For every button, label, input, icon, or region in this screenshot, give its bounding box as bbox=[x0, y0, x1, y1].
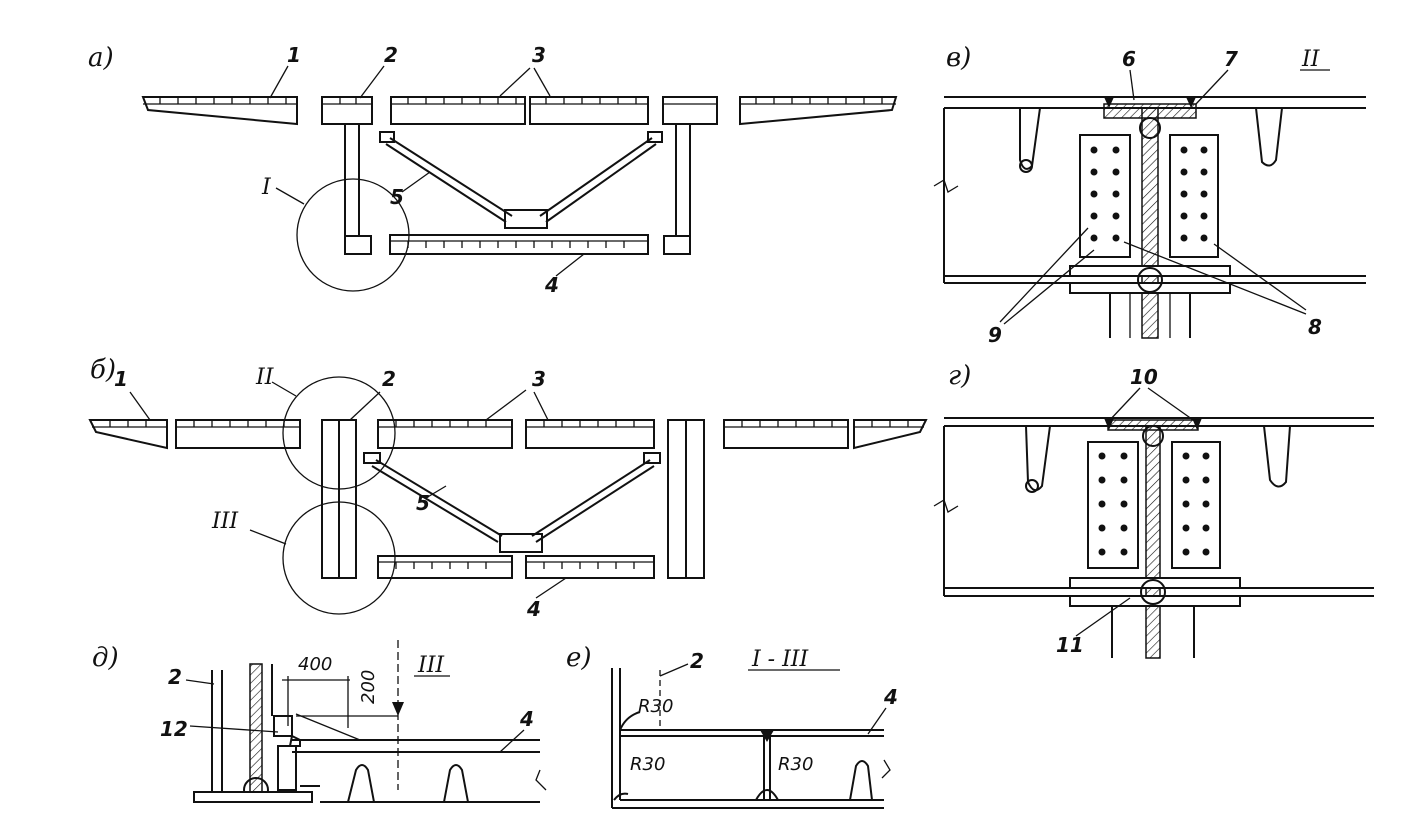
detail-ref-I-III: I - III bbox=[751, 647, 809, 672]
callout-7-v: 7 bbox=[1224, 47, 1238, 71]
callout-3-a: 3 bbox=[532, 43, 546, 67]
panel-d: д) III 400 200 2 12 4 bbox=[92, 640, 547, 803]
cantilever-slab-right-b bbox=[853, 419, 928, 450]
bracing-a bbox=[379, 131, 663, 229]
detail-circle-I bbox=[296, 178, 410, 292]
callout-12-d: 12 bbox=[160, 717, 188, 741]
detail-ref-II: II bbox=[1301, 47, 1321, 72]
detail-ref-III: III bbox=[417, 653, 445, 678]
panel-v: в) II bbox=[933, 43, 1366, 347]
splice-plate-right-g bbox=[1171, 441, 1221, 569]
panel-e: е) I - III 2 R30 R30 R30 4 bbox=[566, 643, 898, 809]
bottom-flange-d bbox=[193, 791, 313, 803]
callout-1-b: 1 bbox=[114, 367, 128, 391]
panel-g: г) 10 bbox=[933, 361, 1374, 659]
cantilever-slab-left-b bbox=[88, 419, 168, 450]
callout-4-b: 4 bbox=[526, 597, 541, 621]
main-girder-left-b bbox=[321, 419, 357, 579]
callout-11-g: 11 bbox=[1056, 633, 1084, 657]
deck-slab-right-b bbox=[723, 419, 849, 449]
bracing-b bbox=[363, 452, 661, 553]
callout-2-e: 2 bbox=[690, 649, 704, 673]
callout-6-v: 6 bbox=[1122, 47, 1136, 71]
bottom-slab-left-b bbox=[377, 555, 513, 579]
top-flange-plate-v bbox=[1103, 103, 1197, 119]
splice-plate-right-v bbox=[1169, 134, 1219, 258]
callout-5-b: 5 bbox=[416, 491, 430, 515]
girder-web-g bbox=[1145, 425, 1161, 659]
callout-9-v: 9 bbox=[988, 323, 1002, 347]
panel-label-v: в) bbox=[946, 43, 971, 73]
girder-web-d bbox=[249, 663, 263, 793]
panel-label-b: б) bbox=[90, 355, 116, 385]
rib-right-g bbox=[1263, 425, 1291, 488]
detail-label-III: III bbox=[211, 509, 239, 534]
deck-slab-3a-b bbox=[377, 419, 513, 449]
panel-b: б) bbox=[88, 355, 928, 621]
detail-label-I: I bbox=[261, 175, 272, 200]
panel-label-g: г) bbox=[948, 361, 971, 391]
callout-4-e: 4 bbox=[883, 685, 898, 709]
callout-2-b: 2 bbox=[382, 367, 396, 391]
detail-label-II: II bbox=[255, 365, 275, 390]
panel-label-a: а) bbox=[88, 43, 114, 73]
callout-1-a: 1 bbox=[287, 43, 301, 67]
bottom-slab-a bbox=[389, 234, 649, 255]
cantilever-slab-right-a bbox=[739, 96, 898, 126]
main-girder-top-a bbox=[321, 96, 373, 125]
splice-plate-left-g bbox=[1087, 441, 1139, 569]
deck-slab-3b-b bbox=[525, 419, 655, 449]
splice-plate-left-v bbox=[1079, 134, 1131, 258]
callout-8-v: 8 bbox=[1308, 315, 1322, 339]
main-girder-right-b bbox=[667, 419, 705, 579]
main-girder-web-left-a bbox=[344, 123, 372, 255]
detail-circle-II bbox=[282, 376, 396, 490]
callout-3-b: 3 bbox=[532, 367, 546, 391]
main-girder-right-a bbox=[662, 96, 718, 255]
radius-r30-top-e: R30 bbox=[638, 696, 673, 717]
deck-slab-3a bbox=[390, 96, 526, 125]
callout-5-a: 5 bbox=[390, 185, 404, 209]
radius-r30-left-e: R30 bbox=[630, 754, 665, 775]
callout-2-a: 2 bbox=[384, 43, 398, 67]
dimension-400: 400 bbox=[298, 654, 332, 675]
panel-label-e: е) bbox=[566, 643, 592, 673]
callout-2-d: 2 bbox=[168, 665, 182, 689]
callout-4-a: 4 bbox=[544, 273, 559, 297]
callout-10-g: 10 bbox=[1130, 365, 1158, 389]
panel-label-d: д) bbox=[92, 643, 119, 673]
detail-circle-III bbox=[282, 501, 396, 615]
callout-4-d: 4 bbox=[519, 707, 534, 731]
radius-r30-mid-e: R30 bbox=[778, 754, 813, 775]
panel-a: а) bbox=[88, 43, 898, 297]
deck-slab-left-b bbox=[175, 419, 301, 449]
dimension-200: 200 bbox=[358, 670, 379, 704]
bottom-slab-right-b bbox=[525, 555, 655, 579]
deck-slab-3b bbox=[529, 96, 649, 125]
rib-right-v bbox=[1255, 107, 1283, 167]
girder-web-v bbox=[1141, 107, 1159, 339]
cantilever-slab-left-a bbox=[141, 96, 298, 126]
